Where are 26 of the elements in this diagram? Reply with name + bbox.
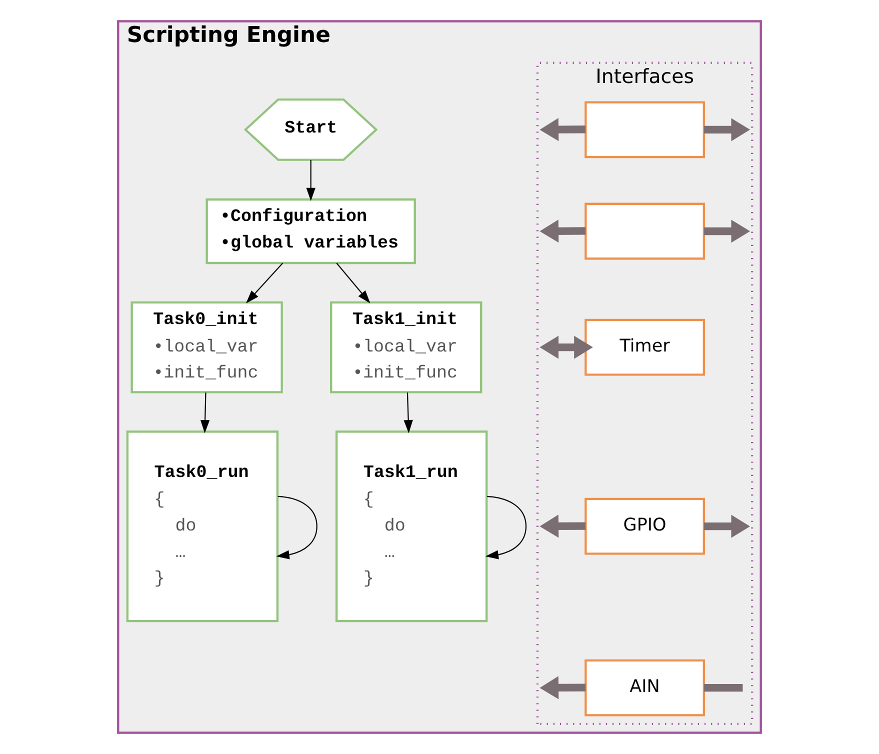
arrow bbox=[540, 118, 586, 142]
arrow bbox=[540, 514, 586, 538]
arrow bbox=[704, 118, 750, 142]
arrow bbox=[540, 676, 586, 700]
node-box: Task0_init •local_var •init_func bbox=[130, 301, 283, 394]
arrow bbox=[404, 392, 413, 434]
arrow bbox=[336, 262, 370, 304]
arrow bbox=[485, 496, 527, 560]
arrow bbox=[540, 336, 593, 359]
node-box: Timer bbox=[584, 318, 706, 376]
node-box: Task1_run { do … } bbox=[335, 430, 488, 622]
arrow bbox=[540, 220, 586, 243]
node-box: AIN bbox=[584, 659, 706, 716]
node-box: Task1_init •local_var •init_func bbox=[330, 301, 482, 394]
node-box: GPIO bbox=[584, 498, 706, 555]
arrow bbox=[704, 514, 750, 538]
node-box bbox=[584, 202, 706, 260]
arrow bbox=[306, 160, 316, 201]
arrow bbox=[704, 220, 750, 243]
arrow bbox=[200, 392, 210, 434]
connector bbox=[704, 684, 743, 692]
node-box: Task0_run { do … } bbox=[126, 430, 279, 622]
arrow bbox=[246, 262, 284, 304]
node-box bbox=[584, 101, 706, 158]
node-box: •Configuration •global variables bbox=[206, 198, 416, 264]
arrow bbox=[276, 496, 318, 560]
